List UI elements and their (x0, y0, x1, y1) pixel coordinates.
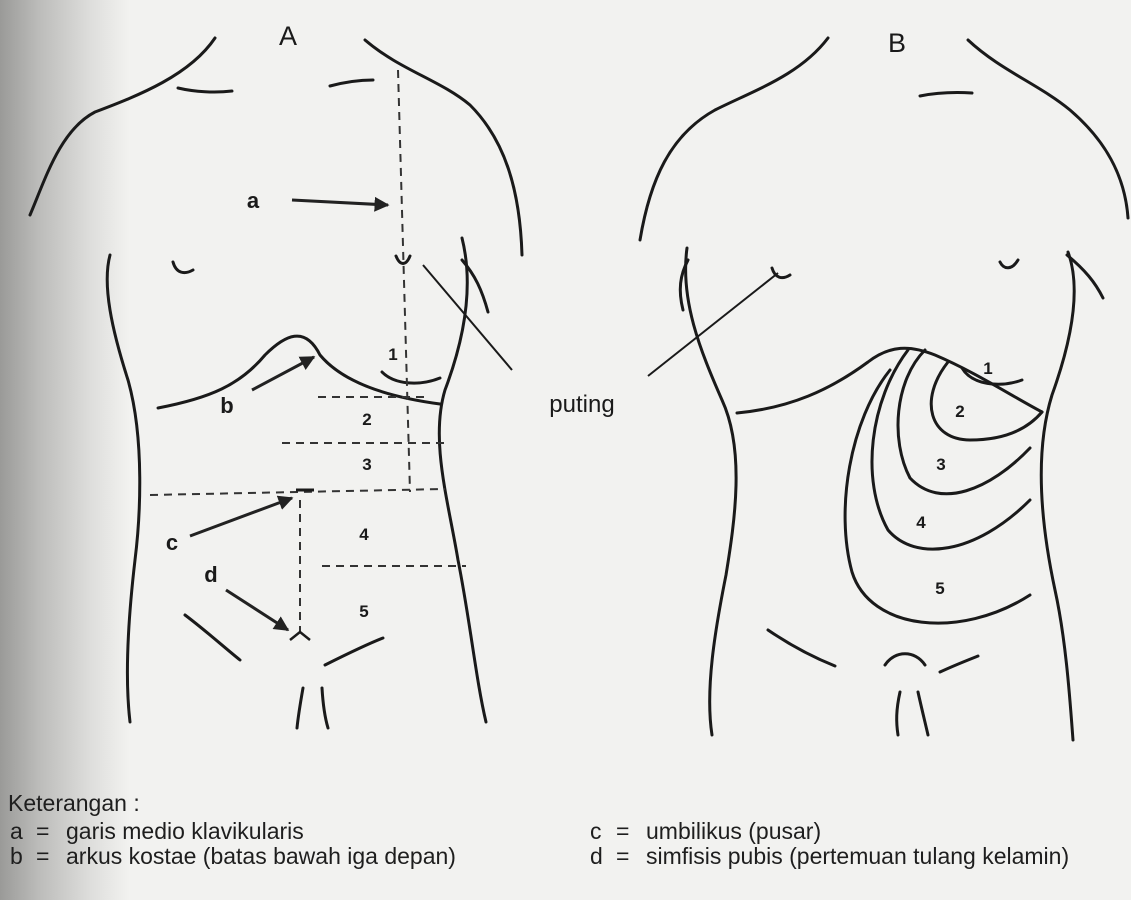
thigh-1-b (897, 692, 900, 735)
zone-label-3-a: 3 (362, 455, 371, 474)
pubis-mark (290, 632, 310, 640)
zone-label-2-a: 2 (362, 410, 371, 429)
legend-item-c: c=umbilikus (pusar) (590, 818, 821, 845)
zone-label-1-a: 1 (388, 345, 397, 364)
legend-equals: = (616, 843, 646, 870)
groin-left-a (185, 615, 240, 660)
zone-4-curve-b (872, 350, 1030, 549)
clavicle-right-a (330, 80, 373, 86)
nipple-right-b (1000, 260, 1018, 268)
thigh-2-a (322, 688, 328, 728)
legend-key: a (10, 818, 36, 845)
legend-item-b: b=arkus kostae (batas bawah iga depan) (10, 843, 456, 870)
zone-label-5-a: 5 (359, 602, 368, 621)
shoulder-right-a (365, 40, 522, 255)
panel-a: A a b c d 1 2 3 4 5 (30, 21, 522, 728)
body-outline-a (30, 38, 522, 728)
marker-c: c (166, 530, 178, 555)
legend-item-a: a=garis medio klavikularis (10, 818, 304, 845)
clavicle-left-a (178, 88, 232, 92)
torso-left-a (107, 255, 140, 722)
zone-label-5-b: 5 (935, 579, 944, 598)
zone-label-4-b: 4 (916, 513, 926, 532)
marker-d: d (204, 562, 217, 587)
panel-label-a: A (279, 21, 297, 51)
legend-equals: = (36, 818, 66, 845)
legend-text: simfisis pubis (pertemuan tulang kelamin… (646, 843, 1069, 869)
nipple-left-a (173, 262, 193, 273)
clavicle-b (920, 93, 972, 96)
zone-label-2-b: 2 (955, 402, 964, 421)
panel-label-b: B (888, 28, 906, 58)
legend-equals: = (36, 843, 66, 870)
torso-right-b (1041, 252, 1074, 740)
arrow-a (292, 200, 388, 205)
pubis-arc-b (885, 654, 925, 665)
legend-equals: = (616, 818, 646, 845)
groin-left-b (768, 630, 835, 666)
callout-label: puting (549, 391, 614, 418)
zone-label-3-b: 3 (936, 455, 945, 474)
midclavicular-line (398, 70, 410, 492)
legend-text: arkus kostae (batas bawah iga depan) (66, 843, 456, 869)
panel-b: B 1 2 3 4 5 (640, 28, 1128, 740)
marker-b: b (220, 393, 233, 418)
shoulder-left-b (640, 38, 828, 240)
groin-right-b (940, 656, 978, 672)
zone-label-1-b: 1 (983, 359, 992, 378)
thigh-2-b (918, 692, 928, 735)
legend-heading: Keterangan : (8, 790, 140, 817)
legend-text: garis medio klavikularis (66, 818, 304, 844)
legend-text: umbilikus (pusar) (646, 818, 821, 844)
shoulder-right-b (968, 40, 1128, 218)
callout-line-right (648, 273, 778, 376)
legend-item-d: d=simfisis pubis (pertemuan tulang kelam… (590, 843, 1069, 870)
guides-a (150, 70, 466, 632)
arrow-b (252, 357, 314, 390)
legend-key: c (590, 818, 616, 845)
marker-a: a (247, 188, 260, 213)
arrow-d (226, 590, 288, 630)
nipple-callout: puting (423, 265, 778, 418)
shoulder-left-a (30, 38, 215, 215)
zone-label-4-a: 4 (359, 525, 369, 544)
legend-key: d (590, 843, 616, 870)
arrow-c (190, 498, 292, 536)
zone-1-arc-a (382, 372, 440, 383)
body-outline-b (640, 38, 1128, 740)
groin-right-a (325, 638, 383, 665)
torso-left-b (686, 248, 737, 735)
thigh-1-a (297, 688, 303, 728)
legend-key: b (10, 843, 36, 870)
